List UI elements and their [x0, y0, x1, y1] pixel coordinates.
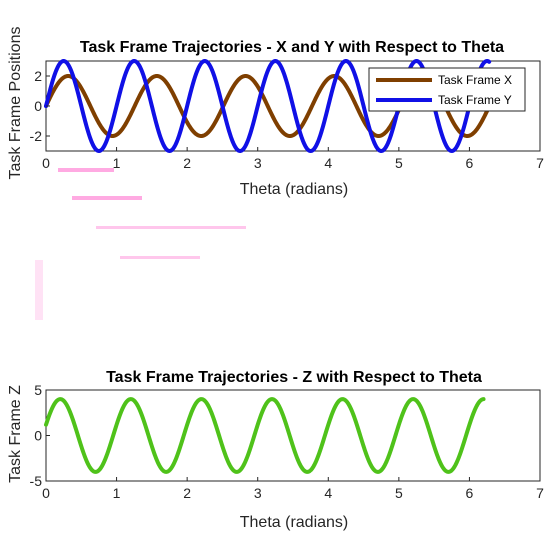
chart-z-x-ticks: 0 1 2 3 4 5 6 7: [42, 477, 544, 501]
chart-z-y-ticks: 5 0 -5: [30, 382, 50, 489]
z-x-tick-label: 0: [42, 485, 50, 501]
xy-x-tick-label: 3: [254, 155, 262, 171]
xy-x-tick-label: 4: [324, 155, 332, 171]
xy-y-tick-label: 2: [34, 68, 42, 84]
chart-xy-title: Task Frame Trajectories - X and Y with R…: [80, 39, 504, 56]
z-x-tick-label: 4: [324, 485, 332, 501]
chart-z-xlabel: Theta (radians): [240, 514, 349, 531]
legend-label-task-frame-y: Task Frame Y: [438, 93, 512, 107]
z-y-tick-label: 5: [34, 382, 42, 398]
z-line-series-0: [44, 397, 486, 474]
z-x-tick-label: 5: [395, 485, 403, 501]
z-x-tick-label: 3: [254, 485, 262, 501]
chart-xy-legend-box: [368, 67, 526, 112]
xy-x-tick-label: 5: [395, 155, 403, 171]
z-x-tick-label: 7: [536, 485, 544, 501]
z-y-tick-label: -5: [30, 473, 43, 489]
chart-xy-artifact-marks: [35, 168, 246, 320]
chart-xy: Task Frame Trajectories - X and Y with R…: [7, 27, 544, 320]
chart-xy-y-ticks: 2 0 -2: [30, 68, 50, 144]
chart-z: Task Frame Trajectories - Z with Respect…: [7, 369, 544, 531]
xy-x-tick-label: 7: [536, 155, 544, 171]
z-x-tick-label: 2: [183, 485, 191, 501]
chart-xy-ylabel: Task Frame Positions: [7, 27, 24, 180]
chart-z-ylabel: Task Frame Z: [7, 385, 24, 483]
xy-line-task-frame-y: [44, 59, 492, 153]
chart-xy-legend: Task Frame X Task Frame Y: [368, 67, 526, 112]
xy-x-tick-label: 1: [113, 155, 121, 171]
xy-x-tick-label: 0: [42, 155, 50, 171]
xy-y-tick-label: -2: [30, 128, 43, 144]
chart-z-plot-area: [44, 397, 486, 474]
xy-x-tick-label: 6: [466, 155, 474, 171]
xy-x-tick-label: 2: [183, 155, 191, 171]
chart-z-title: Task Frame Trajectories - Z with Respect…: [106, 369, 482, 386]
legend-label-task-frame-x: Task Frame X: [438, 73, 512, 87]
z-x-tick-label: 6: [466, 485, 474, 501]
z-y-tick-label: 0: [34, 428, 42, 444]
chart-xy-xlabel: Theta (radians): [240, 181, 349, 198]
chart-xy-x-ticks: 0 1 2 3 4 5 6 7: [42, 147, 544, 171]
xy-y-tick-label: 0: [34, 98, 42, 114]
z-x-tick-label: 1: [113, 485, 121, 501]
